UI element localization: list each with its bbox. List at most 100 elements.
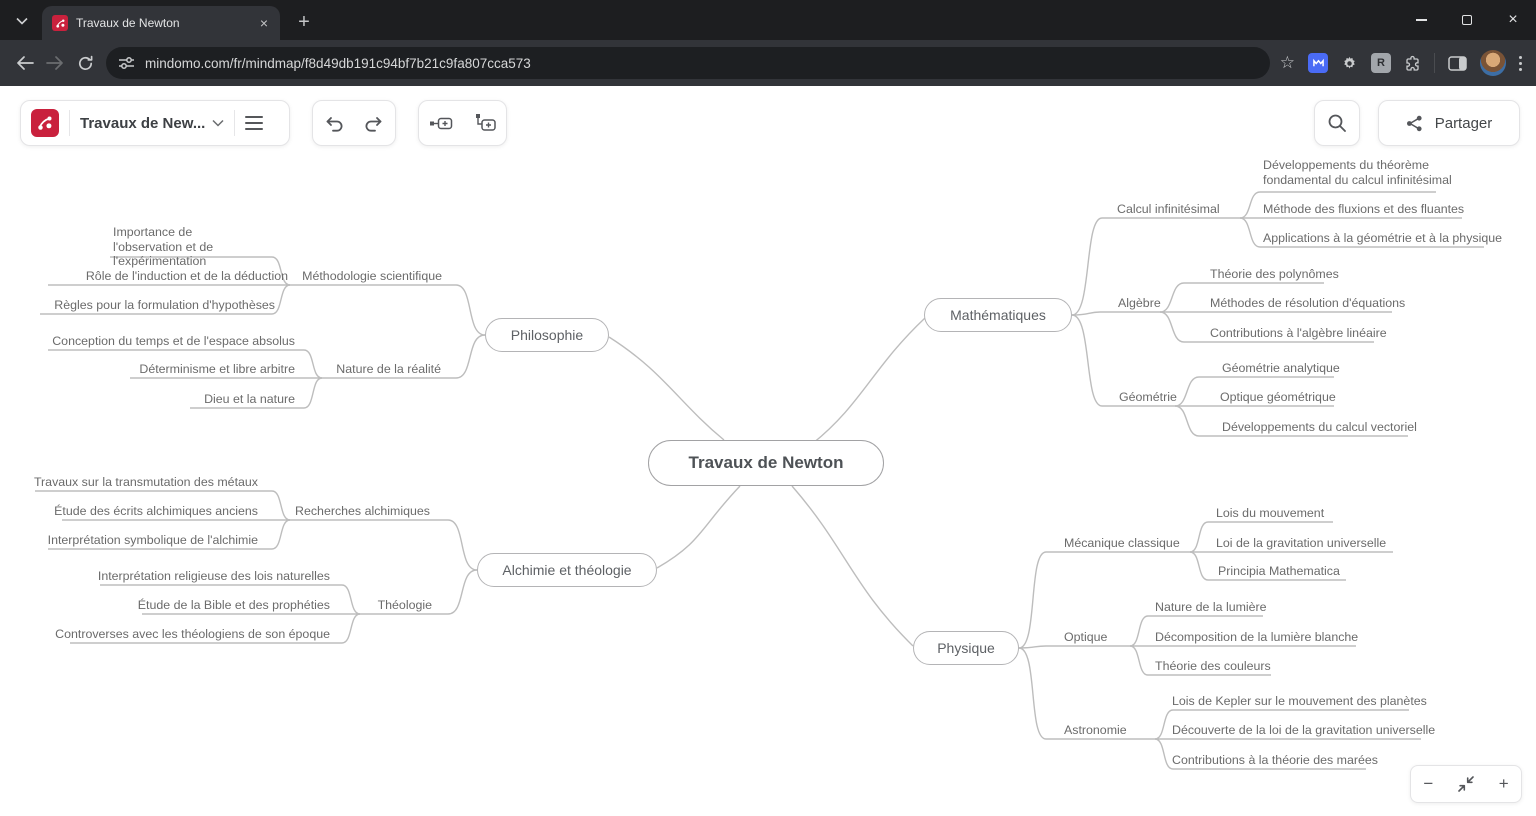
menu-hamburger-icon[interactable]: [245, 116, 264, 130]
search-button[interactable]: [1327, 101, 1347, 145]
topic-alchimie-theologie[interactable]: Alchimie et théologie: [477, 553, 657, 587]
leaf-role-induction[interactable]: Rôle de l'induction et de la déduction: [85, 269, 288, 283]
subtopic-calcul-infinitesimal[interactable]: Calcul infinitésimal: [1117, 202, 1220, 216]
share-button[interactable]: Partager: [1378, 100, 1520, 146]
leaf-theorie-couleurs[interactable]: Théorie des couleurs: [1155, 659, 1271, 673]
toolbar-right-icons: ☆ R: [1280, 50, 1526, 76]
site-info-icon[interactable]: [118, 56, 135, 70]
leaf-etude-bible[interactable]: Étude de la Bible et des prophéties: [137, 598, 330, 612]
leaf-loi-gravitation[interactable]: Loi de la gravitation universelle: [1216, 536, 1387, 550]
leaf-optique-geometrique[interactable]: Optique géométrique: [1220, 390, 1336, 404]
forward-button[interactable]: [40, 48, 70, 78]
undo-button[interactable]: [322, 101, 345, 145]
leaf-nature-lumiere[interactable]: Nature de la lumière: [1155, 600, 1267, 614]
tab-search-button[interactable]: [10, 9, 34, 33]
topic-physique[interactable]: Physique: [913, 631, 1019, 665]
leaf-transmutation-metaux[interactable]: Travaux sur la transmutation des métaux: [33, 475, 258, 489]
subtopic-algebre[interactable]: Algèbre: [1118, 296, 1161, 310]
subtopic-optique[interactable]: Optique: [1064, 630, 1108, 644]
leaf-principia-mathematica[interactable]: Principia Mathematica: [1218, 564, 1340, 578]
profile-avatar[interactable]: [1480, 50, 1506, 76]
subtopic-theologie[interactable]: Théologie: [377, 598, 432, 612]
topic-philosophie[interactable]: Philosophie: [485, 318, 609, 352]
minimize-button[interactable]: [1398, 0, 1444, 40]
mindomo-favicon: [52, 15, 68, 31]
leaf-importance-observation[interactable]: Importance de l'observation et de l'expé…: [113, 225, 214, 268]
leaf-methode-fluxions[interactable]: Méthode des fluxions et des fluantes: [1263, 202, 1465, 216]
zoom-out-button[interactable]: −: [1423, 774, 1434, 793]
zoom-controls-card: − +: [1410, 765, 1522, 803]
leaf-regles-hypotheses[interactable]: Règles pour la formulation d'hypothèses: [54, 298, 275, 312]
leaf-interpretation-religieuse[interactable]: Interprétation religieuse des lois natur…: [97, 569, 330, 583]
topic-central[interactable]: Travaux de Newton: [648, 440, 884, 486]
bookmark-star-icon[interactable]: ☆: [1279, 53, 1295, 72]
leaf-theorie-polynomes[interactable]: Théorie des polynômes: [1210, 267, 1339, 281]
leaf-ecrits-alchimiques[interactable]: Étude des écrits alchimiques anciens: [54, 504, 258, 518]
leaf-dieu-nature[interactable]: Dieu et la nature: [204, 392, 295, 406]
leaf-decomposition-lumiere[interactable]: Décomposition de la lumière blanche: [1155, 630, 1359, 644]
reload-button[interactable]: [70, 48, 100, 78]
divider: [234, 110, 236, 136]
browser-tab[interactable]: Travaux de Newton ×: [42, 6, 280, 40]
side-panel-icon[interactable]: [1448, 55, 1467, 71]
toolbar-divider: [1434, 53, 1435, 73]
subtopic-astronomie[interactable]: Astronomie: [1064, 723, 1127, 737]
browser-tab-strip: Travaux de Newton × + ×: [0, 0, 1536, 40]
leaf-dev-theoreme-fondamental[interactable]: Développements du théorème fondamental d…: [1263, 158, 1452, 187]
url-text: mindomo.com/fr/mindmap/f8d49db191c94bf7b…: [145, 55, 531, 71]
leaf-conception-temps[interactable]: Conception du temps et de l'espace absol…: [52, 334, 295, 348]
search-card: [1314, 100, 1360, 146]
leaf-lois-kepler[interactable]: Lois de Kepler sur le mouvement des plan…: [1172, 694, 1427, 708]
tab-close-icon[interactable]: ×: [259, 15, 268, 31]
browser-toolbar: mindomo.com/fr/mindmap/f8d49db191c94bf7b…: [0, 40, 1536, 86]
maximize-button[interactable]: [1444, 0, 1490, 40]
gear-icon[interactable]: [1341, 55, 1358, 72]
browser-menu-icon[interactable]: [1519, 55, 1522, 71]
undo-redo-card: [312, 100, 396, 146]
add-topic-button[interactable]: [429, 101, 453, 145]
share-icon: [1406, 115, 1422, 131]
leaf-decouverte-gravitation[interactable]: Découverte de la loi de la gravitation u…: [1172, 723, 1436, 737]
leaf-determinisme[interactable]: Déterminisme et libre arbitre: [139, 362, 295, 376]
mindmap-connectors: [35, 191, 1484, 770]
leaf-dev-calcul-vectoriel[interactable]: Développements du calcul vectoriel: [1222, 420, 1417, 434]
search-icon: [1328, 114, 1346, 132]
extension-icon-letter[interactable]: R: [1371, 53, 1391, 73]
topic-mathematiques[interactable]: Mathématiques: [924, 298, 1072, 332]
map-header-card: Travaux de New...: [20, 100, 290, 146]
url-bar[interactable]: mindomo.com/fr/mindmap/f8d49db191c94bf7b…: [106, 47, 1270, 79]
subtopic-nature-realite[interactable]: Nature de la réalité: [336, 362, 441, 376]
share-label: Partager: [1434, 114, 1493, 132]
tab-title: Travaux de Newton: [76, 16, 180, 30]
back-button[interactable]: [10, 48, 40, 78]
leaf-applications-geometrie[interactable]: Applications à la géométrie et à la phys…: [1263, 231, 1503, 245]
subtopic-methodologie[interactable]: Méthodologie scientifique: [302, 269, 442, 283]
subtopic-geometrie[interactable]: Géométrie: [1119, 390, 1177, 404]
window-controls: ×: [1398, 0, 1536, 40]
insert-topic-card: [418, 100, 507, 146]
subtopic-mecanique-classique[interactable]: Mécanique classique: [1064, 536, 1180, 550]
leaf-controverses-theologiens[interactable]: Controverses avec les théologiens de son…: [55, 627, 330, 641]
leaf-geometrie-analytique[interactable]: Géométrie analytique: [1222, 361, 1340, 375]
close-window-button[interactable]: ×: [1508, 11, 1518, 28]
mindmap-canvas[interactable]: Travaux de New...: [0, 86, 1536, 816]
add-subtopic-button[interactable]: [472, 101, 496, 145]
leaf-contributions-algebre[interactable]: Contributions à l'algèbre linéaire: [1210, 326, 1387, 340]
leaf-theorie-marees[interactable]: Contributions à la théorie des marées: [1172, 753, 1378, 767]
zoom-in-button[interactable]: +: [1498, 774, 1509, 793]
leaf-interpretation-symbolique[interactable]: Interprétation symbolique de l'alchimie: [47, 533, 258, 547]
subtopic-recherches-alchimiques[interactable]: Recherches alchimiques: [295, 504, 430, 518]
chevron-down-icon: [16, 17, 28, 25]
extensions-puzzle-icon[interactable]: [1404, 55, 1421, 72]
extension-icon-blue[interactable]: [1308, 53, 1328, 73]
mindomo-logo[interactable]: [31, 109, 59, 137]
leaf-lois-mouvement[interactable]: Lois du mouvement: [1216, 506, 1325, 520]
new-tab-button[interactable]: +: [298, 10, 310, 33]
fit-to-screen-button[interactable]: [1458, 766, 1474, 802]
compress-icon: [1458, 776, 1474, 792]
leaf-methodes-resolution[interactable]: Méthodes de résolution d'équations: [1210, 296, 1406, 310]
divider: [69, 110, 70, 136]
redo-button[interactable]: [363, 101, 386, 145]
title-chevron-down-icon[interactable]: [212, 119, 224, 127]
map-title[interactable]: Travaux de New...: [80, 114, 206, 132]
